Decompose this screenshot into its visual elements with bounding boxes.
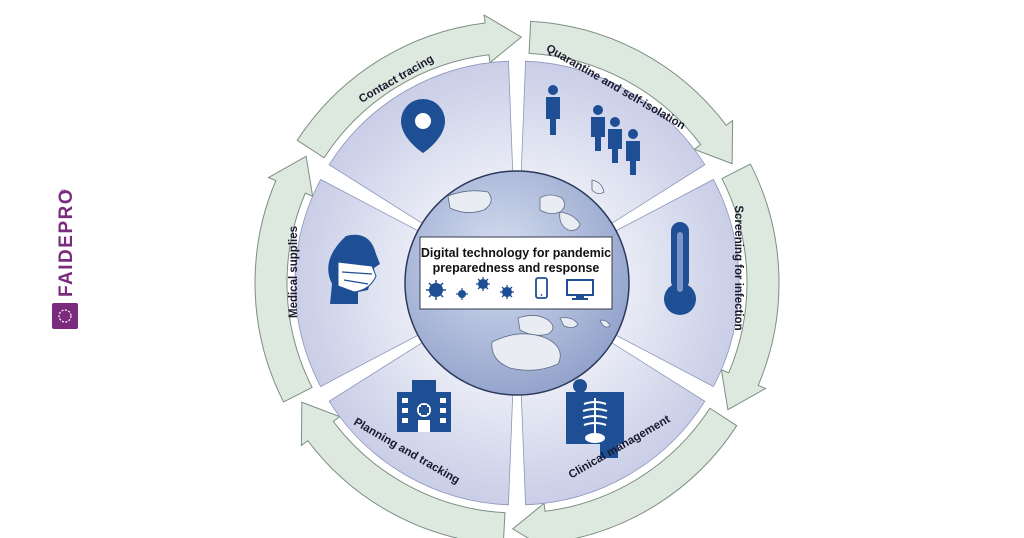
virus-icon [476,277,490,291]
face-mask-icon [328,234,380,304]
center-title-line1: Digital technology for pandemic [421,246,611,260]
virus-icon [426,280,446,300]
monitor-icon [566,279,594,300]
cycle-arrow [296,14,523,159]
segment-label-screening: Screening for infection [732,205,744,330]
thermometer-icon [664,222,696,315]
virus-icon [500,285,514,299]
hospital-icon [397,380,451,432]
cycle-arrow [720,163,780,411]
cycle-arrows [254,14,780,538]
people-icon [546,85,640,175]
segment-label-medical-supplies: Medical supplies [288,226,300,318]
center-label-box: Digital technology for pandemic prepared… [419,236,613,310]
center-title-line2: preparedness and response [433,261,600,275]
cycle-arrow [300,401,506,538]
location-pin-icon [401,99,445,153]
cycle-arrow [528,20,734,165]
cycle-arrow [511,407,738,538]
virus-icon [456,288,468,300]
brand-name: FAIDEPRO [56,188,77,297]
cycle-arrow [254,155,314,403]
brand-registered-mark: ® [60,188,68,194]
brand-logo: FAIDEPRO ® [52,188,78,329]
smartphone-icon [535,277,548,299]
xray-icon [566,379,624,458]
